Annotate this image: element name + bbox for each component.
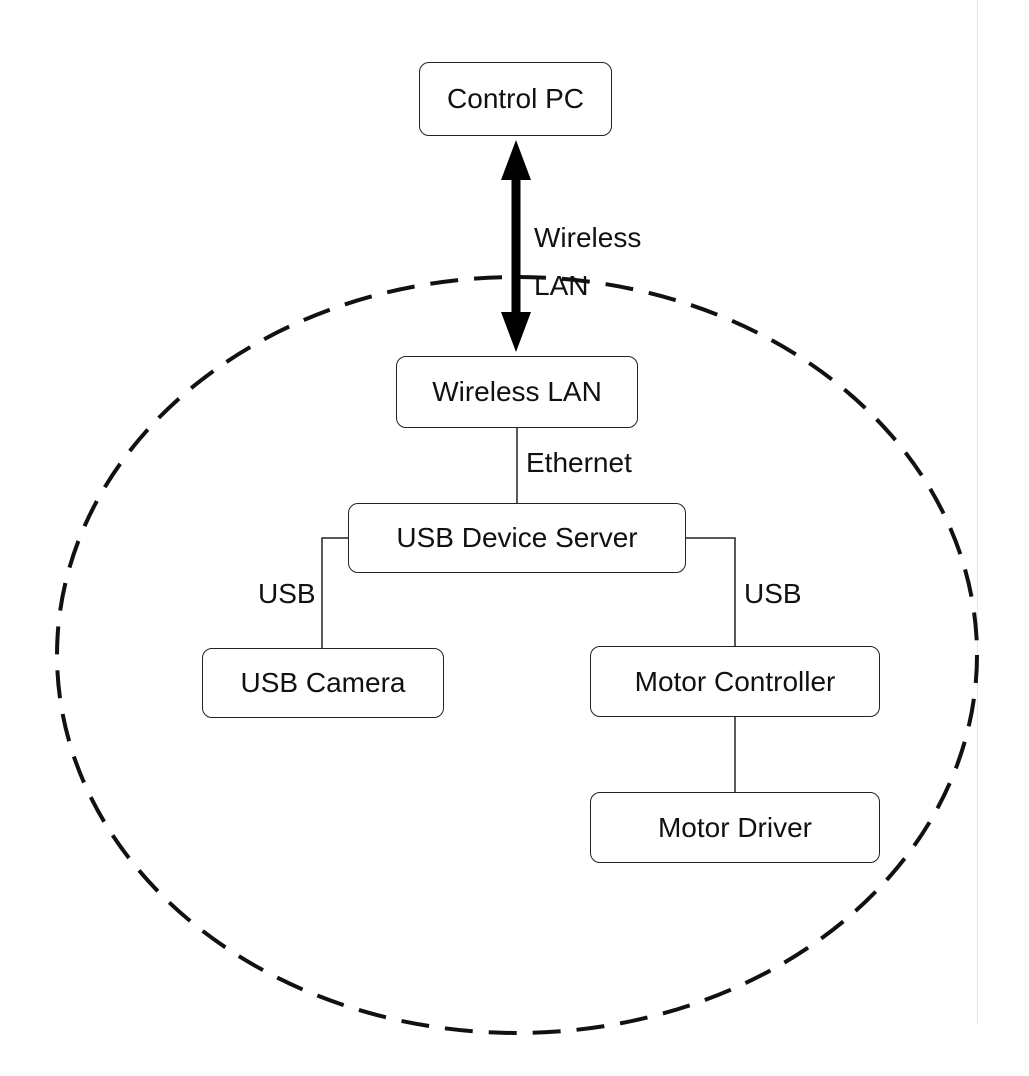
device-boundary-ellipse — [55, 275, 979, 1035]
motor-controller-node: Motor Controller — [590, 646, 880, 717]
usb-camera-node: USB Camera — [202, 648, 444, 718]
usb-device-server-label: USB Device Server — [396, 522, 638, 553]
motor-driver-label: Motor Driver — [657, 811, 812, 843]
right-border-line — [977, 0, 978, 1025]
control-pc-label: Control PC — [447, 83, 584, 114]
motor-driver-node: Motor Driver — [590, 792, 880, 863]
usb-left-connector — [321, 537, 348, 648]
control-pc-node: Control PC — [419, 62, 612, 136]
wireless-edge-label-line1: Wireless — [534, 222, 642, 253]
usb-camera-label: USB Camera — [240, 667, 406, 698]
wireless-lan-label: Wireless LAN — [432, 376, 602, 407]
ethernet-edge-label: Ethernet — [526, 447, 632, 478]
usb-right-edge-label: USB — [744, 578, 802, 609]
usb-right-connector — [686, 537, 736, 646]
wireless-lan-node: Wireless LAN — [396, 356, 638, 428]
wireless-edge-label-line2: LAN — [534, 270, 589, 301]
motor-controller-label: Motor Controller — [634, 665, 836, 697]
usb-left-edge-label: USB — [258, 578, 316, 609]
usb-device-server-node: USB Device Server — [348, 503, 686, 573]
wireless-link-arrow — [501, 140, 531, 352]
